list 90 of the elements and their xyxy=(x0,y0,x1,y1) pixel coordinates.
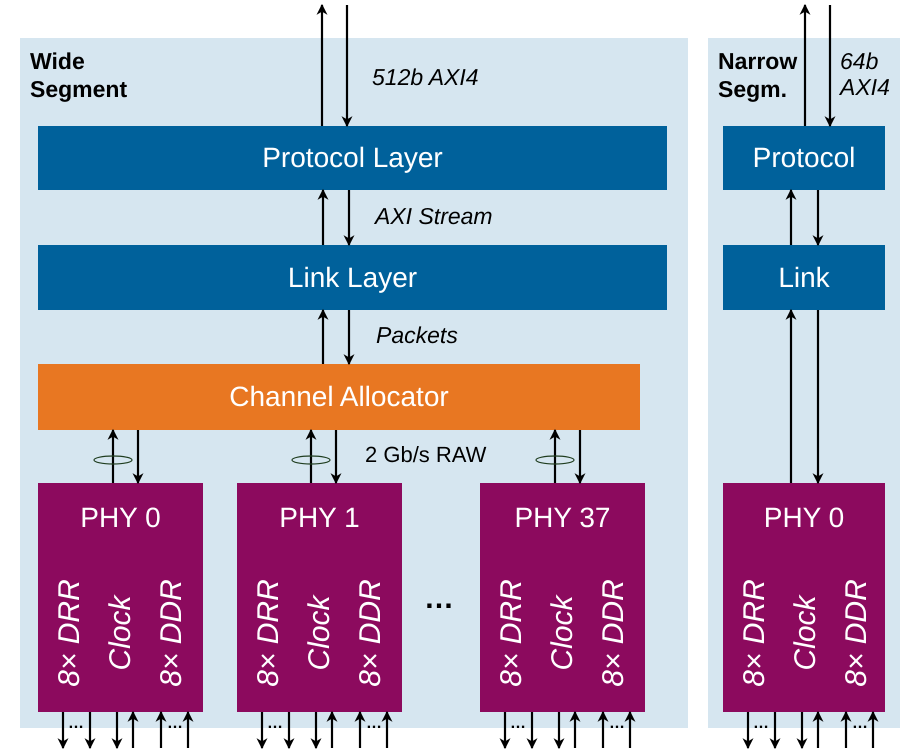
signal-group-label: 8× DRR xyxy=(740,579,770,687)
arrow xyxy=(598,710,608,748)
arrow xyxy=(156,710,166,748)
arrow xyxy=(500,712,510,750)
arrow xyxy=(284,712,294,750)
layer-name: Channel Allocator xyxy=(229,380,449,414)
arrow xyxy=(786,188,796,245)
arrow xyxy=(256,712,268,750)
layer-box xyxy=(723,126,885,190)
arrow xyxy=(344,310,354,366)
arrow xyxy=(800,4,810,126)
arrow xyxy=(128,710,138,748)
segment-panel xyxy=(20,38,688,728)
edge-label: 64b AXI4 xyxy=(840,48,891,101)
arrow xyxy=(574,430,586,484)
layer-name: Link Layer xyxy=(288,260,418,295)
arrow xyxy=(526,712,538,750)
arrow xyxy=(112,712,122,750)
ellipsis-mark: … xyxy=(609,716,625,732)
ellipsis-mark: … xyxy=(167,716,183,732)
phy-name: PHY 0 xyxy=(80,501,161,535)
signal-group-label: 8× DRR xyxy=(254,579,284,687)
arrow xyxy=(58,712,68,750)
signal-group-label: 8× DDR xyxy=(157,579,187,687)
arrow xyxy=(306,428,316,483)
phy-name: PHY 0 xyxy=(764,501,844,535)
segment-panel xyxy=(708,38,900,728)
arrow xyxy=(550,428,560,483)
arrow xyxy=(318,188,328,245)
segment-title: Narrow Segm. xyxy=(718,48,798,104)
arrow xyxy=(812,710,824,748)
signal-group-label: Clock xyxy=(791,596,821,670)
layer-name: Protocol xyxy=(752,141,856,175)
arrow xyxy=(742,712,754,750)
signal-group-label: Clock xyxy=(548,596,578,670)
arrow xyxy=(316,4,328,126)
ellipsis-mark: … xyxy=(510,716,526,732)
arrow xyxy=(770,712,780,750)
ellipsis-mark: … xyxy=(366,716,382,732)
ellipsis-mark: … xyxy=(267,716,283,732)
layer-box xyxy=(723,245,885,310)
signal-group-label: Clock xyxy=(106,596,136,670)
signal-group-label: 8× DRR xyxy=(55,579,85,687)
signal-group-label: 8× DRR xyxy=(497,579,527,687)
arrow xyxy=(796,712,808,750)
ellipsis-mark: … xyxy=(852,716,868,732)
edge-label: Packets xyxy=(376,322,458,348)
ellipsis-mark: … xyxy=(753,716,769,732)
arrow xyxy=(84,712,96,750)
signal-group-label: 8× DDR xyxy=(356,579,386,687)
layer-name: Link xyxy=(778,260,830,294)
arrow xyxy=(344,190,354,246)
phy-block xyxy=(237,483,402,712)
arrow xyxy=(182,710,194,748)
arrow xyxy=(318,308,328,364)
arrow xyxy=(840,710,852,748)
phy-block xyxy=(38,483,203,712)
note-label: 2 Gb/s RAW xyxy=(365,444,486,466)
arrow xyxy=(326,710,338,748)
ellipsis-mark: … xyxy=(68,716,84,732)
arrow xyxy=(554,712,564,750)
arrow xyxy=(108,428,118,483)
arrow xyxy=(342,5,352,128)
arrow xyxy=(310,712,322,750)
arrow xyxy=(812,310,824,484)
allocator-box xyxy=(38,364,640,430)
phy-name: PHY 1 xyxy=(279,501,360,535)
arrow xyxy=(812,190,824,246)
phy-name: PHY 37 xyxy=(514,501,610,535)
phy-block xyxy=(480,483,645,712)
arrow xyxy=(354,710,366,748)
arrow xyxy=(868,710,878,748)
arrow xyxy=(382,710,392,748)
ellipsis-mark: … xyxy=(424,584,454,614)
layer-box xyxy=(38,245,667,310)
signal-group-label: 8× DDR xyxy=(842,579,872,687)
signal-group-label: Clock xyxy=(305,596,335,670)
edge-label: 512b AXI4 xyxy=(372,64,479,90)
phy-block xyxy=(723,483,885,712)
arrow xyxy=(786,308,796,483)
signal-group-label: 8× DDR xyxy=(599,579,629,687)
layer-name: Protocol Layer xyxy=(262,141,443,175)
arrow xyxy=(624,710,636,748)
layer-box xyxy=(38,126,667,190)
edge-label: AXI Stream xyxy=(375,203,493,230)
arrow xyxy=(824,5,836,128)
arrow xyxy=(330,430,342,484)
segment-title: Wide Segment xyxy=(30,48,128,104)
arrow xyxy=(570,710,580,748)
arrow xyxy=(132,430,144,484)
